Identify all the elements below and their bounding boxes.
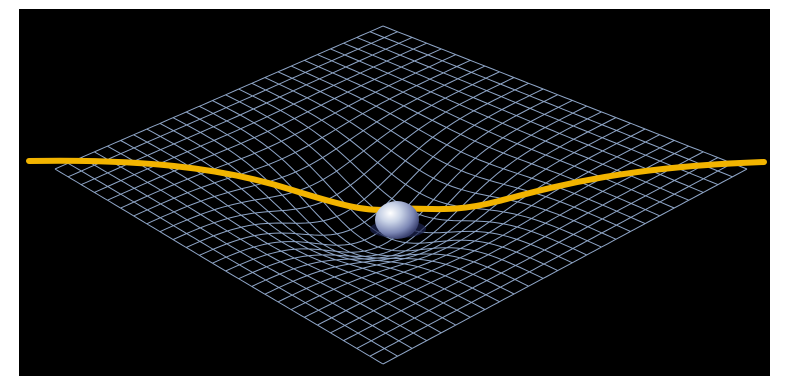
grid-line — [199, 88, 544, 256]
grid-line — [172, 77, 515, 241]
central-mass — [370, 201, 426, 239]
curved-spacetime-grid — [54, 25, 748, 365]
grid-line — [343, 42, 704, 193]
grid-line — [199, 105, 544, 279]
grid-line — [159, 71, 500, 233]
grid-line — [251, 82, 602, 248]
grid-line — [382, 25, 748, 170]
grid-line — [107, 48, 442, 201]
warped-grid-canvas — [26, 25, 767, 365]
grid-line — [94, 151, 427, 342]
grid-line — [382, 168, 748, 365]
grid-line — [290, 128, 646, 311]
grid-line — [369, 162, 733, 357]
grid-line — [120, 140, 457, 326]
grid-line — [146, 128, 486, 310]
grid-line — [146, 65, 486, 225]
grid-line — [185, 111, 529, 287]
grid-line — [356, 157, 719, 349]
grid-line — [94, 42, 427, 193]
grid-line — [264, 77, 617, 240]
grid-line — [238, 105, 588, 280]
grid-line — [251, 111, 602, 287]
grid-line — [356, 36, 719, 186]
grid-line — [107, 145, 442, 334]
grid-line — [54, 168, 384, 365]
grid-line — [54, 25, 384, 170]
grid-line — [290, 65, 646, 225]
grid-line — [317, 139, 675, 326]
grid-line — [317, 54, 675, 209]
grid-line — [67, 31, 398, 178]
grid-line — [304, 134, 660, 318]
grid-line — [277, 71, 631, 232]
grid-line — [172, 117, 515, 295]
grid-line — [185, 82, 529, 248]
grid-line — [304, 59, 660, 217]
grid-line — [369, 31, 733, 178]
grid-line — [80, 157, 413, 349]
grid-line — [343, 151, 704, 342]
grid-line — [133, 59, 471, 217]
grid-line — [159, 122, 500, 303]
grid-line — [264, 117, 617, 295]
grid-line — [330, 145, 690, 334]
grid-line — [120, 54, 457, 209]
grid-line — [277, 122, 631, 303]
grid-line — [67, 162, 398, 357]
spacetime-illustration — [19, 9, 770, 376]
